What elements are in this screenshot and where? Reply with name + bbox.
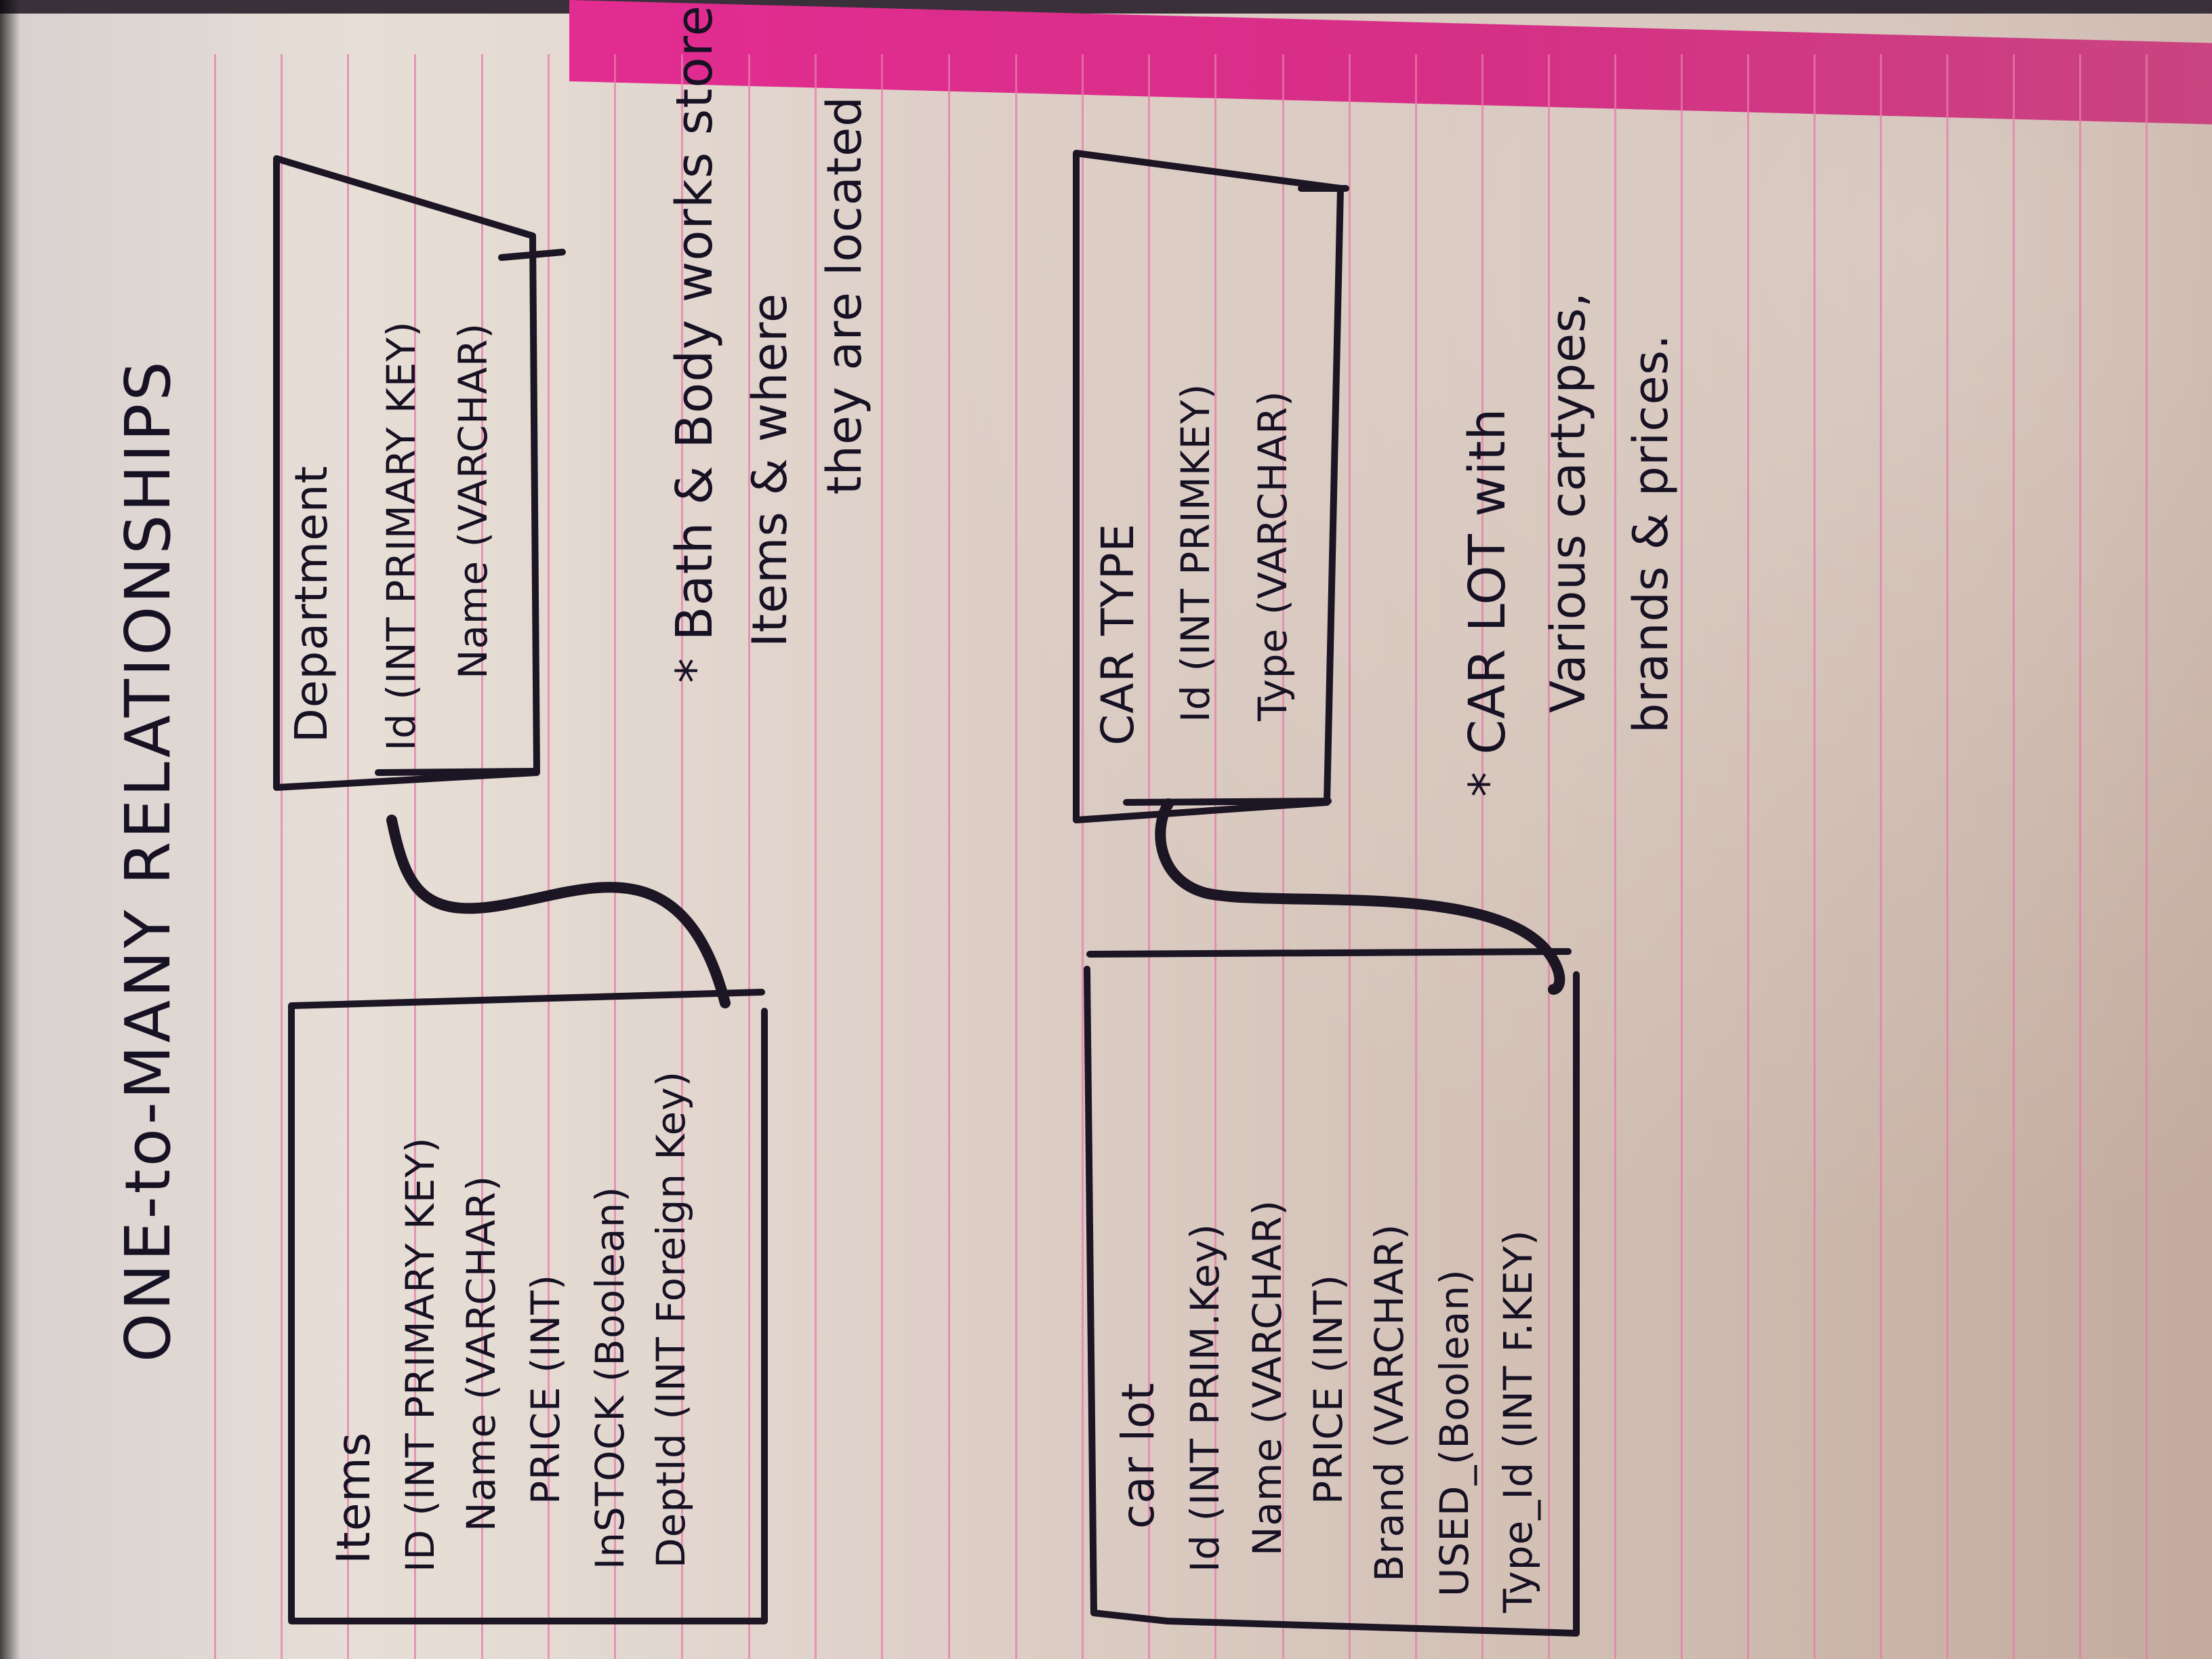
ruled-line	[2146, 54, 2148, 1659]
ruled-line	[948, 54, 950, 1659]
ruled-line	[1282, 54, 1284, 1659]
car-type-table-outline	[1073, 150, 1349, 823]
department-field-id: Id (INT PRIMARY KEY)	[378, 321, 424, 751]
car-lot-field-id: Id (INT PRIM.Key)	[1182, 1223, 1228, 1572]
ruled-line	[548, 54, 550, 1659]
ruled-line	[281, 54, 283, 1659]
car-lot-field-brand: Brand (VARCHAR)	[1366, 1223, 1412, 1582]
car-lot-field-name: Name (VARCHAR)	[1244, 1200, 1290, 1556]
items-title: Items	[327, 1432, 381, 1564]
ruled-line	[1015, 54, 1017, 1659]
ruled-line	[815, 54, 817, 1659]
ruled-line	[681, 54, 683, 1659]
car-type-field-id: Id (INT PRIMKEY)	[1172, 383, 1218, 722]
car-lot-table: car lot Id (INT PRIM.Key) Name (VARCHAR)…	[1084, 948, 1580, 1637]
items-field-id: ID (INT PRIMARY KEY)	[397, 1137, 443, 1572]
items-field-instock: InSTOCK (Boolean)	[587, 1186, 633, 1570]
ruled-line	[1747, 54, 1749, 1659]
car-lot-field-type-id: Type_Id (INT F.KEY)	[1495, 1229, 1541, 1614]
car-lot-title: car lot	[1112, 1382, 1164, 1529]
ruled-line	[1082, 54, 1084, 1659]
ruled-line	[1614, 54, 1616, 1659]
ruled-line	[748, 54, 750, 1659]
ruled-line	[1548, 54, 1550, 1659]
relationship-line-items-department	[386, 815, 731, 1008]
ruled-line	[1681, 54, 1683, 1659]
department-table-outline	[273, 155, 566, 791]
items-field-name: Name (VARCHAR)	[458, 1175, 504, 1532]
items-field-price: PRICE (INT)	[523, 1274, 569, 1504]
example-two-note-line-1: * CAR LOT with	[1458, 408, 1517, 797]
car-lot-field-used: USED_(Boolean)	[1431, 1269, 1477, 1597]
example-one-note-line-1: * Bath & Body works store	[665, 5, 724, 683]
car-type-field-type: Type (VARCHAR)	[1250, 390, 1296, 722]
relationship-line-car-lot-car-type	[1155, 798, 1565, 995]
ruled-line	[481, 54, 483, 1659]
ruled-line	[1880, 54, 1882, 1659]
department-table: Department Id (INT PRIMARY KEY) Name (VA…	[273, 155, 566, 791]
ruled-line	[214, 54, 216, 1659]
ruled-line	[1415, 54, 1417, 1659]
ruled-line	[414, 54, 416, 1659]
ruled-line	[1214, 54, 1216, 1659]
ruled-line	[1148, 54, 1150, 1659]
items-table: Items ID (INT PRIMARY KEY) Name (VARCHAR…	[288, 989, 768, 1624]
ruled-line	[1349, 54, 1351, 1659]
ruled-line	[1946, 54, 1948, 1659]
ruled-line	[614, 54, 616, 1659]
example-two-note-line-3: brands & prices.	[1623, 334, 1679, 733]
example-two-note-line-2: Various cartypes,	[1540, 291, 1596, 713]
paper-shadow	[0, 0, 20, 1659]
example-one-note-line-3: they are located	[817, 96, 872, 495]
ruled-line	[1481, 54, 1483, 1659]
ruled-line	[2079, 54, 2081, 1659]
ruled-line	[347, 54, 349, 1659]
example-two-note: * CAR LOT with Various cartypes, brands …	[1458, 291, 1679, 797]
ruled-line	[1814, 54, 1816, 1659]
department-title: Department	[285, 466, 337, 743]
dark-background-strip	[0, 0, 2212, 14]
ruled-line	[881, 54, 883, 1659]
page-title: ONE-to-MANY RELATIONSHIPS	[112, 359, 184, 1362]
example-one-note-line-2: Items & where	[742, 293, 798, 647]
car-type-title: CAR TYPE	[1092, 523, 1144, 745]
car-type-table: CAR TYPE Id (INT PRIMKEY) Type (VARCHAR)	[1073, 150, 1349, 823]
car-lot-field-price: PRICE (INT)	[1305, 1274, 1351, 1504]
example-one-note: * Bath & Body works store Items & where …	[665, 5, 872, 683]
items-table-outline	[288, 989, 768, 1624]
department-field-name: Name (VARCHAR)	[450, 323, 496, 679]
items-field-deptid: DeptId (INT Foreign Key)	[648, 1071, 694, 1568]
car-lot-table-outline	[1084, 948, 1580, 1637]
ruled-line	[2013, 54, 2015, 1659]
